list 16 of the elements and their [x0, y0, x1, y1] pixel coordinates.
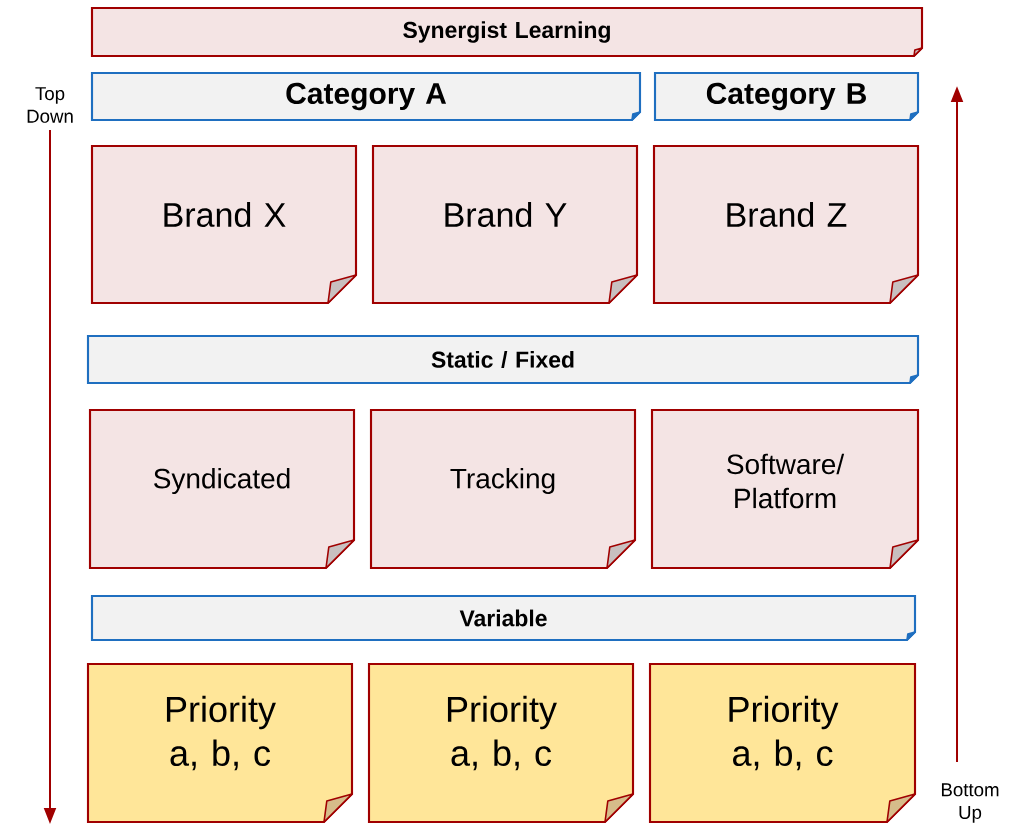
title-banner: Synergist Learning [90, 6, 924, 58]
direction-label: Top Down [27, 87, 73, 123]
priority-card: Priority a, b, c [86, 662, 354, 824]
note-card: Brand Z [652, 144, 920, 305]
note-card: Tracking [369, 408, 637, 570]
category-banner: Category A [90, 71, 642, 122]
category-banner: Category B [653, 71, 920, 122]
note-card: Brand X [90, 144, 358, 305]
layer-banner: Variable [90, 594, 917, 642]
note-card: Software/ Platform [650, 408, 920, 570]
note-card: Brand Y [371, 144, 639, 305]
direction-label: Bottom Up [941, 783, 999, 823]
note-card: Syndicated [88, 408, 356, 570]
priority-card: Priority a, b, c [367, 662, 635, 824]
priority-card: Priority a, b, c [648, 662, 917, 824]
layer-banner: Static / Fixed [86, 334, 920, 385]
